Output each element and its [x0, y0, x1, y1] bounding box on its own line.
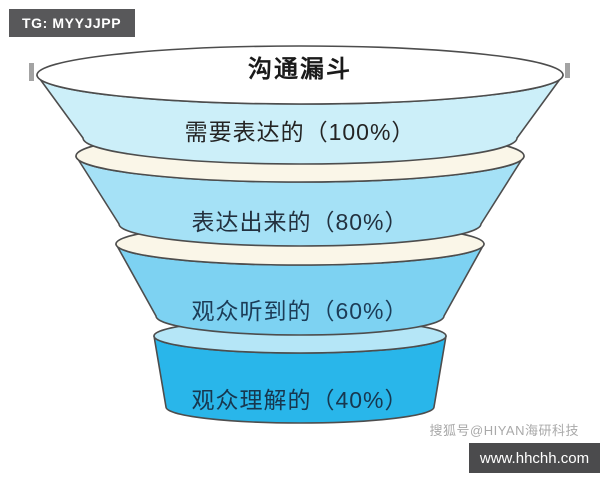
tier-3-label: 观众听到的（60%）	[191, 298, 408, 324]
right-edge-mark	[565, 63, 570, 78]
website-badge: www.hhchh.com	[469, 443, 600, 473]
funnel-tier-1: 沟通漏斗 需要表达的（100%）	[36, 45, 564, 165]
funnel-tier-4: 观众理解的（40%）	[153, 318, 447, 424]
tg-watermark-badge: TG: MYYJJPP	[9, 9, 136, 37]
tier-4-label: 观众理解的（40%）	[191, 387, 408, 413]
tier-1-label: 需要表达的（100%）	[185, 119, 416, 145]
tier-2-label: 表达出来的（80%）	[191, 209, 408, 235]
left-edge-mark	[29, 63, 34, 81]
tier-1-lip	[36, 45, 564, 105]
sohu-watermark: 搜狐号@HIYAN海研科技	[429, 423, 579, 438]
funnel-title: 沟通漏斗	[248, 55, 352, 83]
